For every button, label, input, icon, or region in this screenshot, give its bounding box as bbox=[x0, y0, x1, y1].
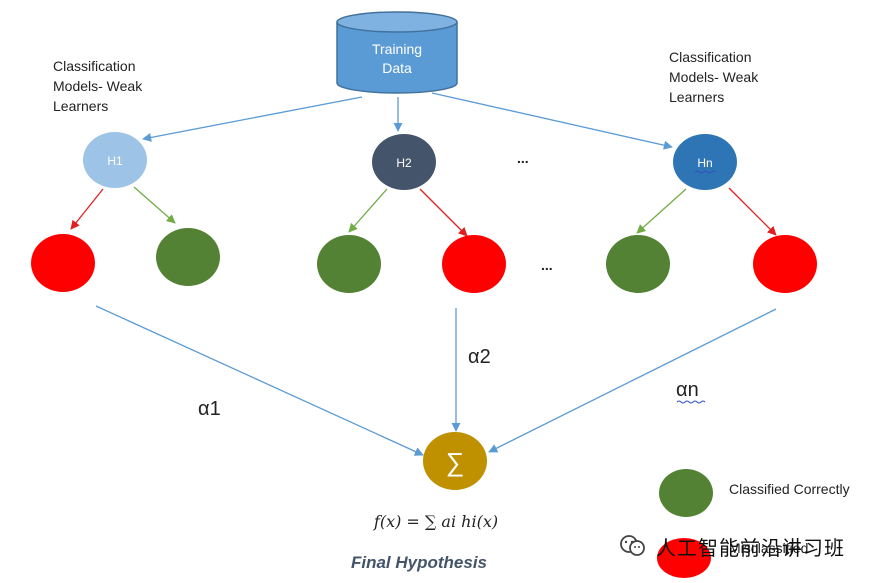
left-models-label: Classification Models- Weak Learners bbox=[53, 58, 146, 114]
legend-incorrect-label: Misclassified bbox=[729, 540, 808, 556]
arrow-data-to-hn bbox=[431, 92, 673, 150]
ellipsis-middle: ... bbox=[541, 257, 553, 273]
hn-spellcheck-underline bbox=[694, 170, 716, 174]
h2-green-arrow bbox=[348, 188, 388, 233]
hn-red-arrow bbox=[728, 187, 777, 236]
alphan-arrow bbox=[488, 308, 777, 453]
training-data-database: Training Data bbox=[336, 11, 458, 94]
h1-red-arrow bbox=[70, 188, 104, 230]
alpha1-arrow bbox=[95, 305, 424, 456]
right-label-line1: Classification bbox=[669, 49, 751, 65]
h2-red-arrow bbox=[419, 188, 468, 237]
hn-correct-node bbox=[606, 235, 670, 293]
right-label-line2: Models- Weak bbox=[669, 69, 759, 85]
right-label-line3: Learners bbox=[669, 89, 724, 105]
final-hypothesis-label: Final Hypothesis bbox=[351, 553, 487, 572]
h2-misclassified-node bbox=[442, 235, 506, 293]
h2-correct-node bbox=[317, 235, 381, 293]
h2-node: H2 bbox=[372, 134, 436, 190]
training-data-label-line2: Data bbox=[382, 60, 412, 76]
hn-misclassified-node bbox=[753, 235, 817, 293]
legend-incorrect-swatch bbox=[657, 538, 711, 578]
h1-label: H1 bbox=[107, 154, 123, 168]
alpha1-label: α1 bbox=[198, 398, 221, 420]
wechat-icon bbox=[620, 535, 645, 556]
left-label-line2: Models- Weak bbox=[53, 78, 143, 94]
left-label-line1: Classification bbox=[53, 58, 135, 74]
sigma-icon: ∑ bbox=[446, 447, 465, 477]
h2-label: H2 bbox=[396, 156, 412, 170]
hn-label: Hn bbox=[697, 156, 712, 170]
h1-green-arrow bbox=[133, 186, 176, 224]
ellipsis-top: ... bbox=[517, 150, 529, 166]
training-data-label-line1: Training bbox=[372, 41, 422, 57]
hn-green-arrow bbox=[636, 188, 687, 234]
hn-node: Hn bbox=[673, 134, 737, 190]
legend-correct-swatch bbox=[659, 469, 713, 517]
alphan-spellcheck-underline bbox=[676, 400, 706, 404]
h1-node: H1 bbox=[83, 132, 147, 188]
formula: f(x) = ∑ ai hi(x) bbox=[373, 512, 498, 531]
legend: Classified Correctly Misclassified bbox=[657, 469, 850, 578]
sum-node: ∑ bbox=[423, 432, 487, 490]
watermark: 人工智能前沿讲习班 bbox=[618, 530, 845, 562]
watermark-text: 人工智能前沿讲习班 bbox=[656, 535, 845, 560]
h1-correct-node bbox=[156, 228, 220, 286]
left-label-line3: Learners bbox=[53, 98, 108, 114]
right-models-label: Classification Models- Weak Learners bbox=[669, 49, 762, 105]
h1-misclassified-node bbox=[31, 234, 95, 292]
alphan-label: αn bbox=[676, 379, 699, 401]
legend-correct-label: Classified Correctly bbox=[729, 481, 850, 497]
alpha2-label: α2 bbox=[468, 346, 491, 368]
arrow-data-to-h1 bbox=[142, 96, 363, 142]
